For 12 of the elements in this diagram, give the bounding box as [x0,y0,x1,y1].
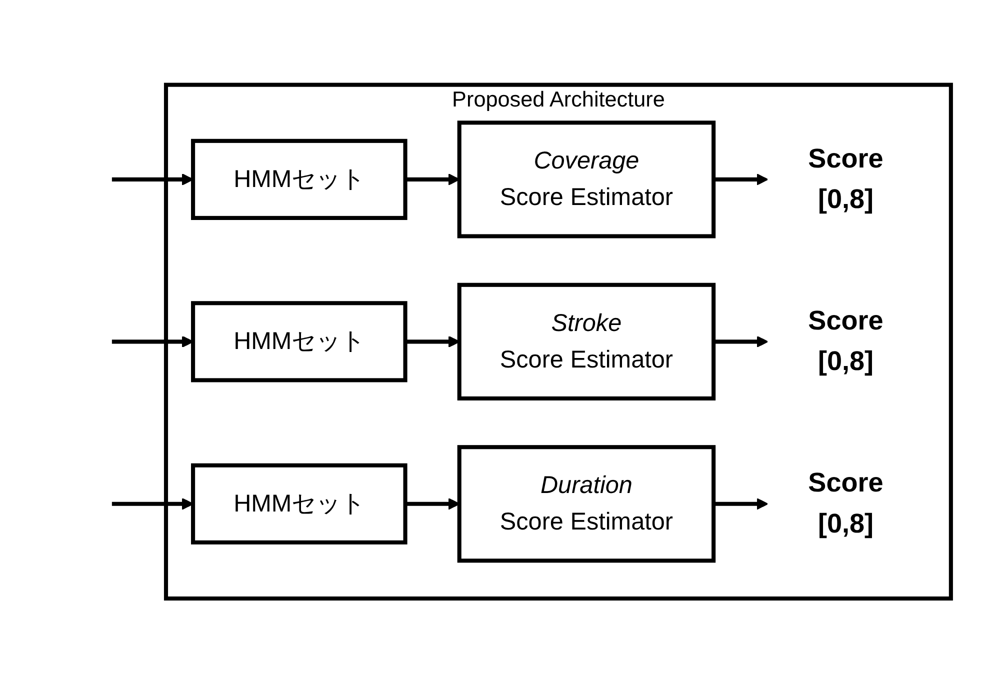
node-box: HMMセット [190,139,407,220]
node-box: Coverage Score Estimator [456,120,716,239]
arrow [713,498,768,510]
node-box: Duration Score Estimator [456,445,716,564]
node-text: Score [0,8] [808,469,883,540]
arrow [713,174,768,186]
node-text: Score [0,8] [808,144,883,215]
node-box: HMMセット [190,301,407,383]
node-box: Stroke Score Estimator [456,283,716,401]
node-text: Score [0,8] [808,306,883,378]
arrow [713,336,768,348]
node-box: HMMセット [190,464,407,545]
